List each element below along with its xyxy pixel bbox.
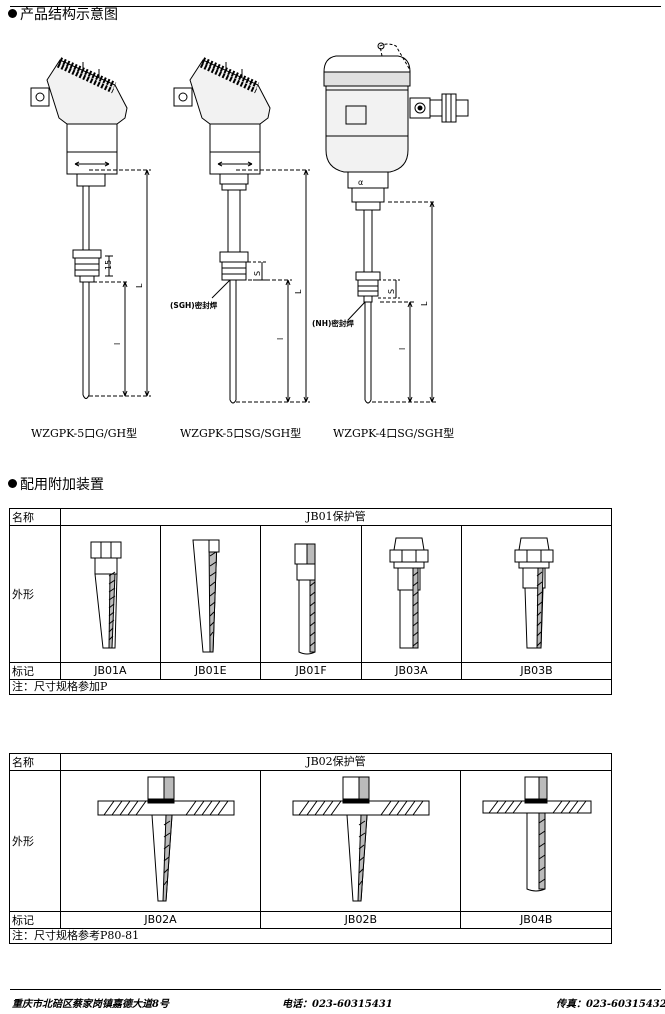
dim-l: l [113,343,122,345]
dim-15: 15 [104,260,113,270]
bullet-icon [8,479,17,488]
section-title-structure: 产品结构示意图 [8,7,118,23]
dim-l: l [398,348,407,350]
mark-jb02b: JB02B [260,911,462,929]
jb01-table: 名称 JB01保护管 外形 [9,508,613,695]
dim-S: S [253,271,262,276]
drawing-wzgpk5-g: 15 L l [30,57,151,399]
shape-label: 外形 [9,770,61,912]
name-label: 名称 [9,508,61,526]
drawing-wzgpk4-sg: α (NH)密封焊 S L l [312,42,469,404]
mark-label: 标记 [9,662,61,680]
drawing-wzgpk5-sg: (SGH)密封焊 S L l [170,57,310,404]
footer-fax: 传真：023-60315432 [556,999,665,1010]
jb02-table: 名称 JB02保护管 外形 [9,753,613,944]
jb02-title: JB02保护管 [59,753,613,771]
mark-jb01e: JB01E [160,662,262,680]
bullet-icon [8,9,17,18]
dim-l: l [276,338,285,340]
footer-address: 重庆市北碚区蔡家岗镇嘉德大道8号 [12,999,169,1010]
jb03b-drawing [461,525,612,663]
jb02b-drawing [260,770,462,912]
mark-jb01f: JB01F [260,662,362,680]
section-title-accessories: 配用附加装置 [8,477,104,493]
shape-label: 外形 [9,525,61,663]
name-label: 名称 [9,753,61,771]
footer-rule [10,989,661,990]
dim-L: L [294,289,303,294]
mark-jb04b: JB04B [460,911,612,929]
jb01-title: JB01保护管 [59,508,613,526]
dim-S: S [387,289,396,294]
jb01e-drawing [160,525,262,663]
mark-label: 标记 [9,911,61,929]
jb01a-drawing [59,525,162,663]
caption-wzgpk4-sg: WZGPK-4口SG/SGH型 [333,427,455,440]
svg-text:α: α [358,178,363,187]
mark-jb02a: JB02A [59,911,262,929]
jb02a-drawing [59,770,262,912]
top-rule [10,6,661,7]
mark-jb01a: JB01A [59,662,162,680]
weld-label-nh: (NH)密封焊 [312,318,354,328]
footer-phone: 电话：023-60315431 [282,999,393,1010]
mark-jb03a: JB03A [360,662,463,680]
jb04b-drawing [460,770,612,912]
weld-label-sgh: (SGH)密封焊 [170,300,218,310]
caption-wzgpk5-sg: WZGPK-5口SG/SGH型 [180,427,302,440]
mark-jb03b: JB03B [461,662,612,680]
jb01-note: 注：尺寸规格参加P [9,679,612,695]
jb03a-drawing [360,525,463,663]
jb02-note: 注：尺寸规格参考P80-81 [9,928,612,944]
dim-L: L [420,301,429,306]
jb01f-drawing [260,525,362,663]
dim-L: L [135,283,144,288]
caption-wzgpk5-g: WZGPK-5口G/GH型 [31,427,138,440]
